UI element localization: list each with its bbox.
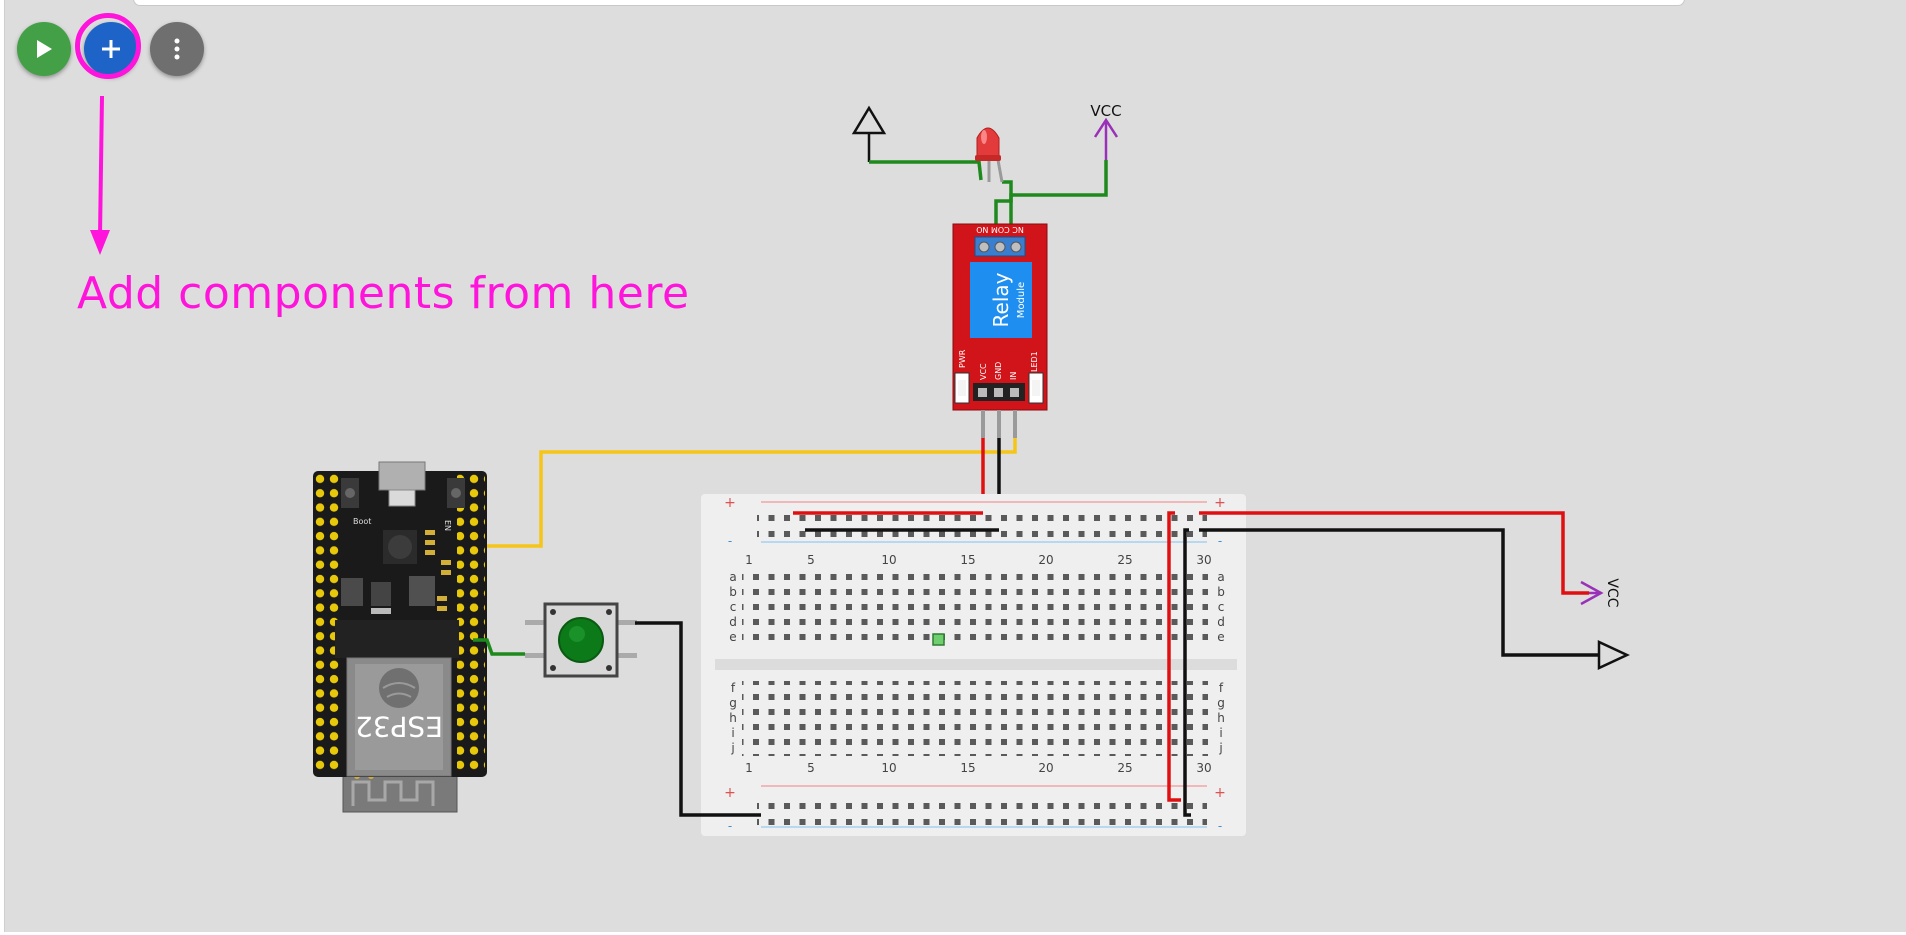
vcc-symbol-top[interactable]: VCC	[1090, 102, 1122, 160]
svg-text:d: d	[729, 615, 737, 629]
relay-pwr-label: PWR	[958, 349, 967, 368]
svg-text:i: i	[731, 726, 734, 740]
vcc-symbol-right[interactable]: VCC	[1580, 578, 1620, 608]
annotation-arrow	[90, 95, 110, 255]
relay-terminal-labels: NC COM NO	[976, 225, 1024, 234]
start-simulation-button[interactable]	[17, 22, 71, 76]
play-icon	[37, 40, 52, 58]
rail-minus-top-right: -	[1218, 534, 1222, 548]
svg-text:h: h	[1217, 711, 1225, 725]
svg-text:d: d	[1217, 615, 1225, 629]
relay-title: Relay	[989, 272, 1013, 327]
ground-symbol-right[interactable]	[1597, 640, 1630, 670]
svg-text:15: 15	[960, 761, 975, 775]
svg-text:e: e	[1217, 630, 1224, 644]
svg-text:20: 20	[1038, 761, 1053, 775]
svg-text:1: 1	[745, 553, 753, 567]
svg-text:b: b	[1217, 585, 1225, 599]
relay-gnd-label: GND	[994, 362, 1003, 380]
ground-symbol-top[interactable]	[851, 105, 887, 162]
relay-subtitle: Module	[1016, 282, 1027, 318]
row-letters-top: a b c d e a b c d e	[729, 570, 1225, 644]
esp32-label: ESP32	[355, 710, 443, 743]
rail-minus-bottom-left: -	[728, 819, 732, 833]
rail-jumper-vcc[interactable]	[1167, 511, 1181, 802]
svg-text:b: b	[729, 585, 737, 599]
esp32-boot-label: Boot	[353, 517, 371, 526]
svg-text:g: g	[729, 696, 737, 710]
esp32-en-label: EN	[443, 520, 452, 531]
vcc-label-top: VCC	[1090, 102, 1121, 120]
svg-text:h: h	[729, 711, 737, 725]
relay-module[interactable]: NC COM NO Relay Module PWR VCC GND IN LE…	[952, 223, 1048, 438]
relay-in-label: IN	[1009, 372, 1018, 380]
svg-text:g: g	[1217, 696, 1225, 710]
svg-text:i: i	[1219, 726, 1222, 740]
svg-text:1: 1	[745, 761, 753, 775]
svg-text:30: 30	[1196, 761, 1211, 775]
svg-text:e: e	[729, 630, 736, 644]
column-numbers-top: 1 5 10 15 20 25 30	[745, 553, 1211, 567]
svg-text:10: 10	[881, 761, 896, 775]
led-wires[interactable]	[869, 160, 1108, 238]
rail-plus-bottom-left: +	[724, 785, 736, 801]
add-component-button[interactable]	[84, 22, 138, 76]
button-gnd-wire[interactable]	[635, 621, 761, 817]
rail-plus-top-right: +	[1214, 495, 1226, 511]
rail-minus-top-left: -	[728, 534, 732, 548]
simulation-canvas[interactable]: Add components from here VCC	[4, 0, 1906, 932]
svg-text:25: 25	[1117, 553, 1132, 567]
svg-text:15: 15	[960, 553, 975, 567]
circuit-diagram: VCC NC COM NO Relay Module PWR	[313, 102, 1630, 836]
right-vcc-wire[interactable]	[1199, 511, 1589, 595]
svg-text:25: 25	[1117, 761, 1132, 775]
rail-plus-top-left: +	[724, 495, 736, 511]
button-signal-wire[interactable]	[473, 638, 525, 656]
breadboard[interactable]: + + - - 1 5 10 15 20 25 30 a b c d e a b	[701, 494, 1246, 836]
plus-icon	[102, 40, 120, 58]
svg-text:c: c	[1218, 600, 1225, 614]
vcc-label-right: VCC	[1604, 578, 1620, 607]
svg-text:5: 5	[807, 761, 815, 775]
rail-minus-bottom-right: -	[1218, 819, 1222, 833]
svg-text:a: a	[1217, 570, 1224, 584]
relay-vcc-label: VCC	[979, 363, 988, 380]
svg-text:j: j	[730, 741, 734, 755]
relay-led1-label: LED1	[1030, 351, 1039, 372]
annotation-text: Add components from here	[77, 268, 690, 319]
svg-text:f: f	[731, 681, 736, 695]
row-letters-bottom: f g h i j f g h i j	[729, 681, 1225, 755]
svg-text:c: c	[730, 600, 737, 614]
svg-text:a: a	[729, 570, 736, 584]
svg-text:10: 10	[881, 553, 896, 567]
svg-text:j: j	[1218, 741, 1222, 755]
svg-text:20: 20	[1038, 553, 1053, 567]
rail-jumper-gnd[interactable]	[1183, 528, 1191, 817]
vertical-dots-icon	[174, 38, 180, 60]
svg-text:f: f	[1219, 681, 1224, 695]
signal-wire[interactable]	[473, 438, 1017, 548]
esp32-board[interactable]: Boot EN ESP32	[313, 461, 487, 813]
column-numbers-bottom: 1 5 10 15 20 25 30	[745, 761, 1211, 775]
right-gnd-wire[interactable]	[1199, 528, 1599, 657]
more-options-button[interactable]	[150, 22, 204, 76]
svg-text:30: 30	[1196, 553, 1211, 567]
rail-plus-bottom-right: +	[1214, 785, 1226, 801]
svg-text:5: 5	[807, 553, 815, 567]
red-led[interactable]	[975, 127, 1004, 183]
pushbutton[interactable]	[525, 602, 637, 678]
